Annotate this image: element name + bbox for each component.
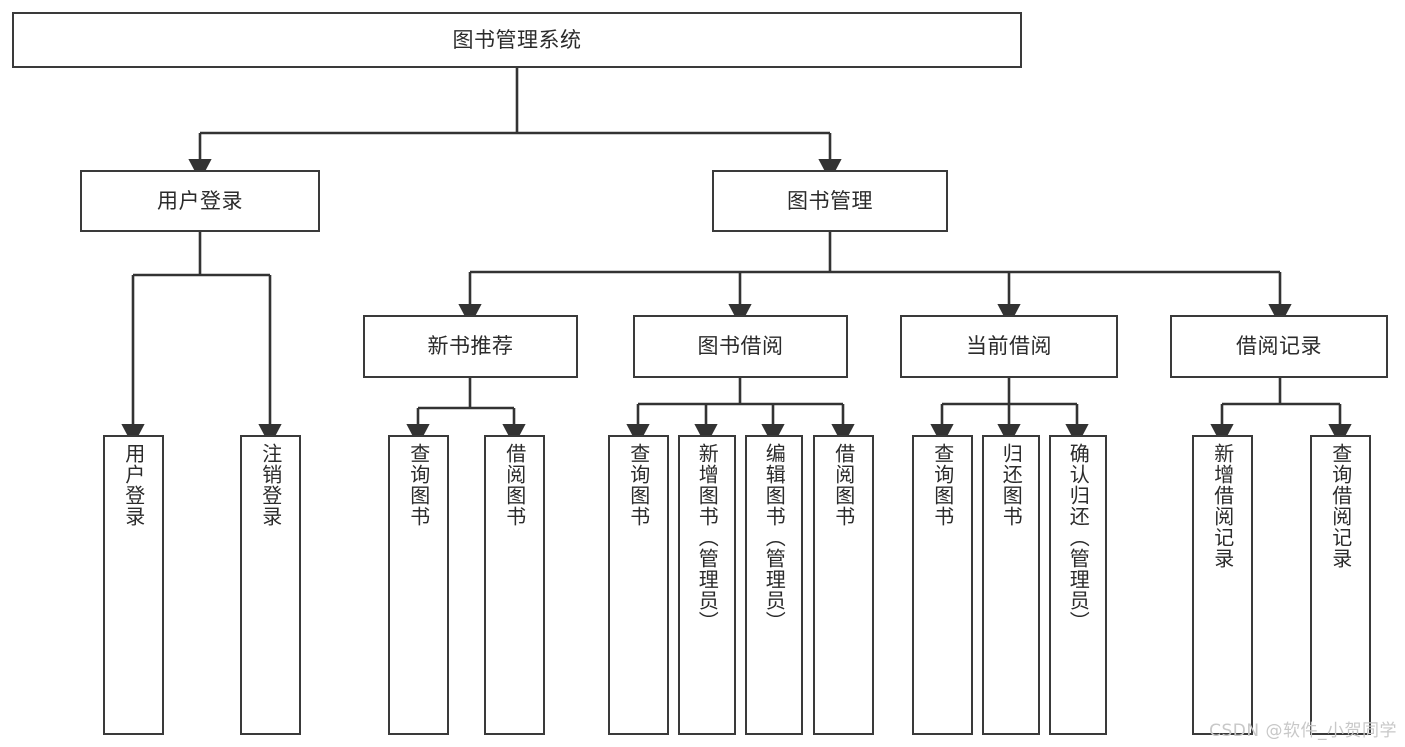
node-leaf-query-record[interactable]: 查询借阅记录	[1310, 435, 1371, 735]
node-label: 借阅图书	[831, 443, 856, 527]
node-label: 新增图书（管理员）	[695, 443, 720, 632]
node-label: 查询图书	[626, 443, 651, 527]
node-leaf-edit-book[interactable]: 编辑图书（管理员）	[745, 435, 803, 735]
node-label: 借阅记录	[1236, 334, 1322, 359]
node-label: 查询借阅记录	[1328, 443, 1353, 569]
node-leaf-borrow-book-2[interactable]: 借阅图书	[813, 435, 874, 735]
node-leaf-add-book[interactable]: 新增图书（管理员）	[678, 435, 736, 735]
node-root-system[interactable]: 图书管理系统	[12, 12, 1022, 68]
node-label: 当前借阅	[966, 334, 1052, 359]
node-leaf-query-book-3[interactable]: 查询图书	[912, 435, 973, 735]
node-label: 确认归还（管理员）	[1066, 443, 1091, 632]
node-leaf-query-book-1[interactable]: 查询图书	[388, 435, 449, 735]
node-label: 图书借阅	[697, 334, 784, 359]
node-label: 查询图书	[930, 443, 955, 527]
node-borrow-record[interactable]: 借阅记录	[1170, 315, 1388, 378]
node-leaf-user-logout[interactable]: 注销登录	[240, 435, 301, 735]
node-leaf-borrow-book-1[interactable]: 借阅图书	[484, 435, 545, 735]
node-leaf-query-book-2[interactable]: 查询图书	[608, 435, 669, 735]
node-label: 归还图书	[999, 443, 1024, 527]
node-label: 用户登录	[157, 188, 243, 213]
node-leaf-return-book[interactable]: 归还图书	[982, 435, 1040, 735]
node-new-book-recommend[interactable]: 新书推荐	[363, 315, 578, 378]
node-leaf-confirm-return[interactable]: 确认归还（管理员）	[1049, 435, 1107, 735]
node-label: 新增借阅记录	[1210, 443, 1235, 569]
node-label: 借阅图书	[502, 443, 527, 527]
node-label: 用户登录	[121, 443, 146, 527]
node-book-management[interactable]: 图书管理	[712, 170, 948, 232]
node-label: 图书管理	[787, 188, 873, 213]
node-current-borrow[interactable]: 当前借阅	[900, 315, 1118, 378]
node-label: 新书推荐	[427, 334, 514, 359]
node-user-login[interactable]: 用户登录	[80, 170, 320, 232]
node-leaf-add-record[interactable]: 新增借阅记录	[1192, 435, 1253, 735]
node-leaf-user-login[interactable]: 用户登录	[103, 435, 164, 735]
node-book-borrow[interactable]: 图书借阅	[633, 315, 848, 378]
node-label: 查询图书	[406, 443, 431, 527]
node-label: 编辑图书（管理员）	[762, 443, 787, 632]
node-label: 图书管理系统	[452, 27, 582, 52]
node-label: 注销登录	[258, 443, 283, 527]
